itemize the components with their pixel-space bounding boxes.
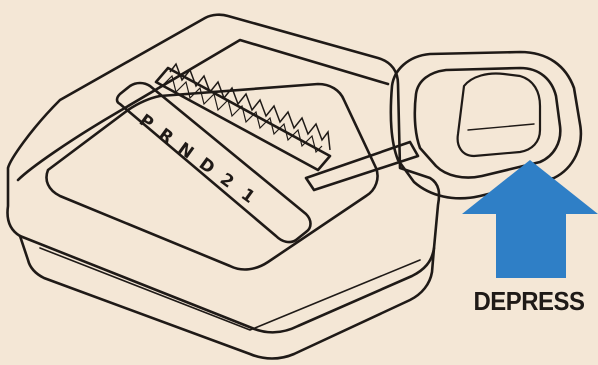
console-skirt: [20, 236, 434, 359]
gear-letter-p: P: [135, 111, 157, 135]
gear-letter-r: R: [155, 125, 177, 149]
shift-handle-inner: [415, 68, 561, 178]
depress-label: DEPRESS: [468, 286, 589, 317]
slot-cover-pleats: [170, 64, 330, 150]
release-button: [458, 74, 540, 157]
gear-letter-d: D: [195, 154, 218, 178]
depress-arrow-icon: [462, 160, 598, 278]
gear-letter-n: N: [174, 139, 197, 164]
console-base: [8, 15, 440, 333]
